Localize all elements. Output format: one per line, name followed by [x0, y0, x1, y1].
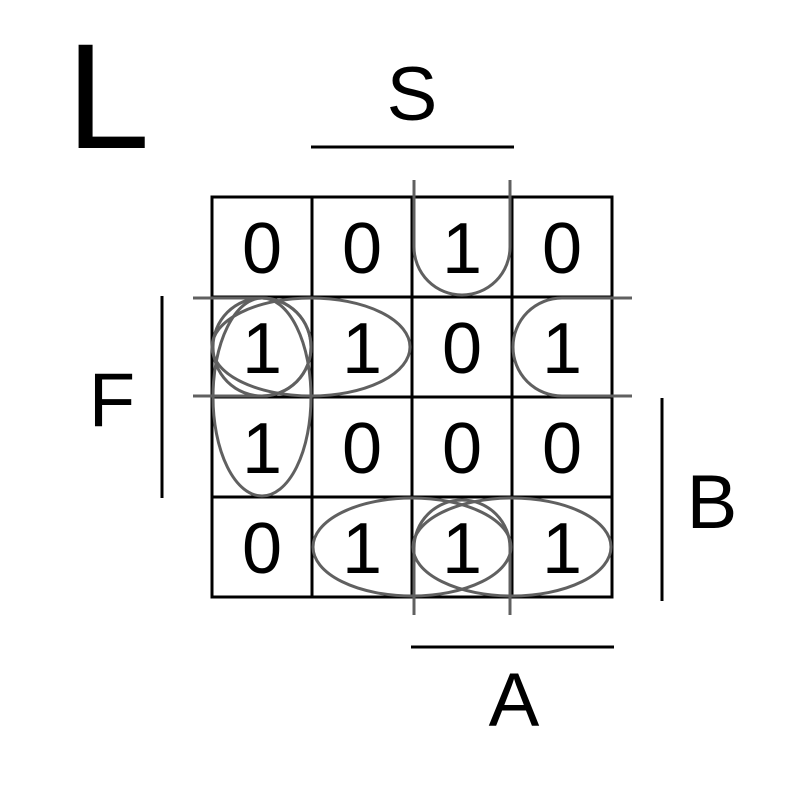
cell-r2-c3: 0 — [542, 409, 582, 489]
cell-r1-c3: 1 — [542, 309, 582, 389]
cell-r3-c3: 1 — [542, 509, 582, 589]
cell-r2-c2: 0 — [442, 409, 482, 489]
cell-r0-c1: 0 — [342, 209, 382, 289]
grouping-loops — [193, 180, 632, 615]
loop-wrap-top-col3 — [412, 180, 512, 297]
var-label-bottom: A — [489, 658, 540, 743]
cell-r0-c2: 1 — [442, 209, 482, 289]
var-label-right: B — [687, 460, 738, 545]
cell-r1-c1: 1 — [342, 309, 382, 389]
cell-r1-c2: 0 — [442, 309, 482, 389]
cell-r2-c0: 1 — [242, 409, 282, 489]
cell-r0-c0: 0 — [242, 209, 282, 289]
cell-r3-c2: 1 — [442, 509, 482, 589]
var-label-left: F — [89, 358, 135, 443]
map-title: L — [66, 12, 149, 180]
var-label-top: S — [387, 52, 438, 137]
loop-row3-pair-left — [311, 496, 513, 598]
loop-wrap-left-row1 — [193, 296, 313, 398]
cell-r1-c0: 1 — [242, 309, 282, 389]
cell-r3-c0: 0 — [242, 509, 282, 589]
cell-r2-c1: 0 — [342, 409, 382, 489]
loop-wrap-right-row1 — [511, 296, 632, 398]
loop-row3-pair-right — [411, 496, 613, 598]
map-cells: 0 0 1 0 1 1 0 1 1 0 0 0 0 1 1 1 — [242, 209, 582, 589]
cell-r0-c3: 0 — [542, 209, 582, 289]
cell-r3-c1: 1 — [342, 509, 382, 589]
